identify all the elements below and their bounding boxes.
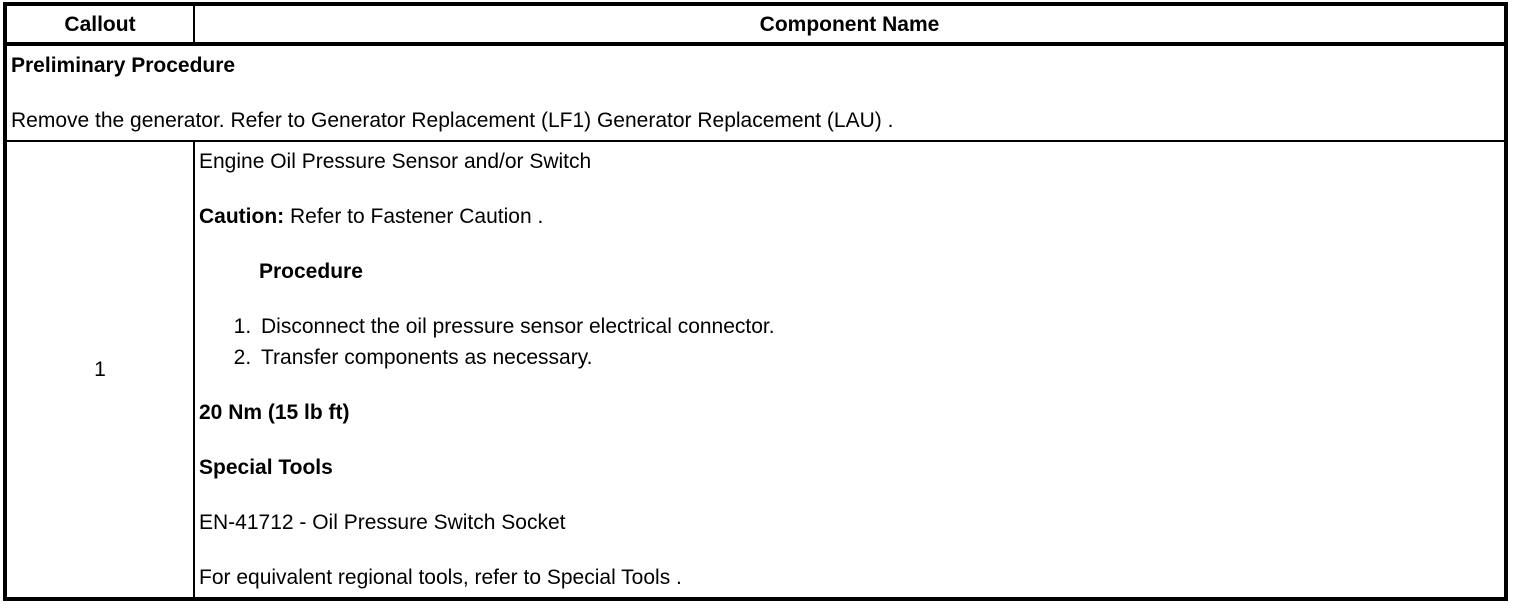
torque-spec: 20 Nm (15 lb ft) [199, 401, 350, 424]
component-detail-cell: Engine Oil Pressure Sensor and/or Switch… [193, 140, 1507, 600]
component-title: Engine Oil Pressure Sensor and/or Switch [199, 150, 592, 173]
preliminary-procedure-row: Preliminary Procedure Remove the generat… [4, 43, 1507, 142]
equivalent-tools-note: For equivalent regional tools, refer to … [199, 566, 682, 589]
caution-note: Caution: Refer to Fastener Caution . [199, 203, 1500, 230]
callout-column-header: Callout [5, 4, 194, 46]
special-tool-item: EN-41712 - Oil Pressure Switch Socket [199, 511, 566, 534]
preliminary-procedure-body: Remove the generator. Refer to Generator… [11, 109, 894, 132]
caution-label: Caution: [199, 205, 285, 228]
preliminary-procedure-cell: Preliminary Procedure Remove the generat… [4, 43, 1507, 142]
caution-text: Refer to Fastener Caution . [290, 205, 544, 228]
procedure-heading: Procedure [259, 260, 363, 283]
procedure-step-1: Disconnect the oil pressure sensor elect… [257, 313, 1500, 340]
preliminary-procedure-title: Preliminary Procedure [11, 54, 236, 77]
component-row: 1 Engine Oil Pressure Sensor and/or Swit… [4, 140, 1507, 600]
component-table: Callout Component Name Preliminary Proce… [3, 2, 1508, 601]
procedure-steps-list: Disconnect the oil pressure sensor elect… [199, 313, 1500, 371]
table-header-row: Callout Component Name [5, 4, 1506, 46]
component-name-column-header: Component Name [193, 4, 1506, 46]
special-tools-heading: Special Tools [199, 456, 333, 479]
callout-number: 1 [4, 140, 195, 600]
procedure-step-2: Transfer components as necessary. [257, 344, 1500, 371]
